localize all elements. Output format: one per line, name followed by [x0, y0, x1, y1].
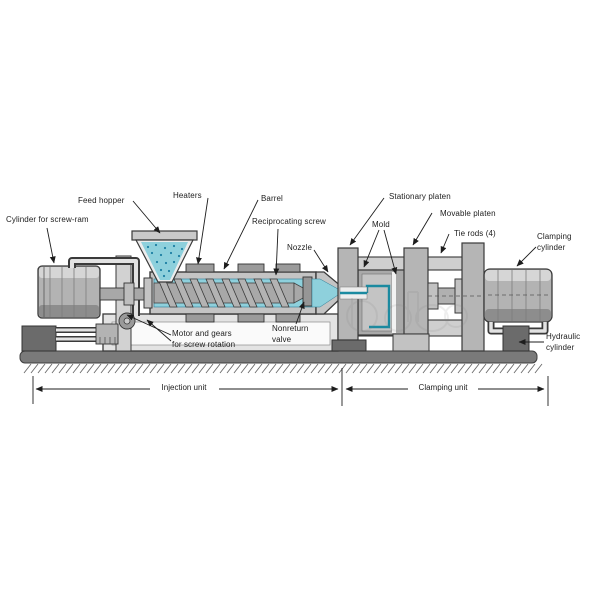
label-feed-hopper: Feed hopper [78, 196, 125, 205]
nonreturn-valve-ring [302, 276, 313, 307]
label-heaters: Heaters [173, 191, 202, 200]
hydraulic-cylinder-block [502, 325, 530, 352]
dimension-injection-unit: Injection unit [158, 383, 210, 392]
label-movable-platen: Movable platen [440, 209, 496, 218]
label-mold: Mold [372, 220, 390, 229]
screw-ram-cylinder [37, 265, 101, 319]
label-motor-and-gears: Motor and gears for screw rotation [172, 329, 236, 349]
label-nonreturn-valve: Nonreturn valve [272, 324, 309, 344]
label-clamping-cylinder: Clamping cylinder [537, 232, 572, 252]
watermark [346, 291, 468, 332]
screw-motor [95, 323, 119, 345]
feed-hopper [131, 230, 198, 283]
reciprocating-screw [153, 278, 306, 308]
movable-platen [392, 247, 430, 352]
nozzle [311, 271, 343, 315]
screw-drive-shaft [99, 282, 151, 306]
heater-bands [185, 263, 301, 323]
mold [357, 269, 406, 336]
stationary-platen [331, 247, 368, 352]
hydraulic-pump-block [21, 325, 57, 352]
plastic-pellets [146, 243, 184, 278]
label-tie-rods: Tie rods (4) [454, 229, 496, 238]
leader-lines [46, 197, 544, 345]
label-nozzle: Nozzle [287, 243, 313, 252]
clamping-cylinder [483, 268, 553, 323]
hydraulic-pipes-left [56, 327, 96, 342]
machine-base [19, 350, 543, 374]
dimension-lines [32, 368, 549, 406]
label-barrel: Barrel [261, 194, 283, 203]
rear-platen [461, 242, 485, 352]
label-hydraulic-cylinder: Hydraulic cylinder [546, 332, 581, 352]
dimension-clamping-unit: Clamping unit [415, 383, 471, 392]
label-stationary-platen: Stationary platen [389, 192, 451, 201]
label-reciprocating-screw: Reciprocating screw [252, 217, 326, 226]
label-cylinder-for-screw-ram: Cylinder for screw-ram [6, 215, 89, 224]
